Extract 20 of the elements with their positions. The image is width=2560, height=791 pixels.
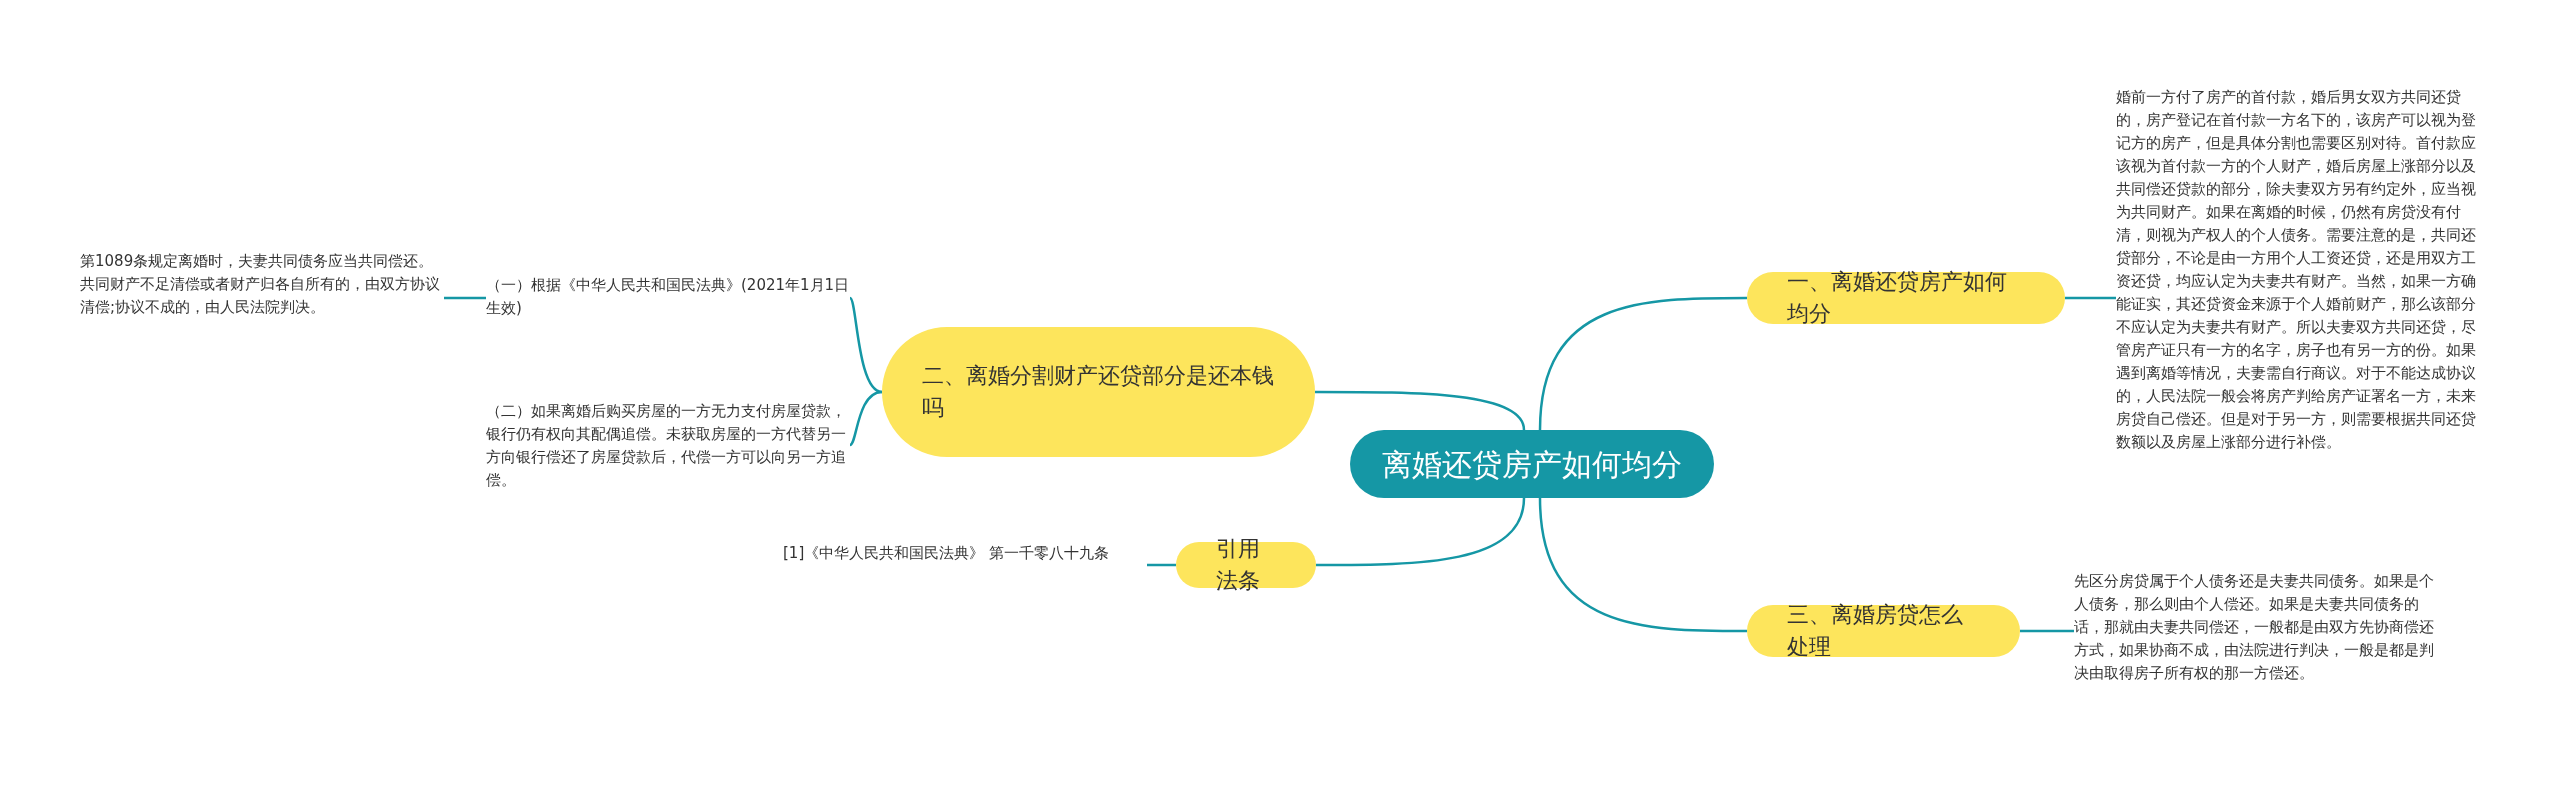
- connector-line: [2020, 629, 2074, 633]
- connector-line: [849, 390, 883, 446]
- note-text: 先区分房贷属于个人债务还是夫妻共同债务。如果是个人债务，那么则由个人偿还。如果是夫妻共同债务的话，那就由夫妻共同偿还，一般都是由双方先协商偿还方式，如果协商不成，由法院进行判决，一般是都是判决由取得房子所有权的那一方偿还。: [2074, 570, 2446, 685]
- connector-line: [1316, 497, 1526, 567]
- topic-pill: 一、离婚还贷房产如何均分: [1747, 272, 2065, 324]
- central-topic: 离婚还贷房产如何均分: [1350, 430, 1714, 498]
- note-text: （一）根据《中华人民共和国民法典》(2021年1月1日生效): [486, 274, 850, 320]
- connector-line: [1538, 497, 1747, 633]
- connector-line: [2065, 296, 2116, 300]
- connector-line: [444, 296, 486, 300]
- note-text: （二）如果离婚后购买房屋的一方无力支付房屋贷款，银行仍有权向其配偶追偿。未获取房屋的一方代替另一方向银行偿还了房屋贷款后，代偿一方可以向另一方追偿。: [486, 400, 850, 492]
- connector-line: [1147, 563, 1176, 567]
- note-text: 第1089条规定离婚时，夫妻共同债务应当共同偿还。共同财产不足清偿或者财产归各自所有的，由双方协议清偿;协议不成的，由人民法院判决。: [80, 250, 444, 319]
- note-text: 婚前一方付了房产的首付款，婚后男女双方共同还贷的，房产登记在首付款一方名下的，该房产可以视为登记方的房产，但是具体分割也需要区别对待。首付款应该视为首付款一方的个人财产，婚后房屋上涨部分以及共同偿还贷款的部分，除夫妻双方另有约定外，应当视为共同财产。如果在离婚的时候，仍然有房贷没有付清，则视为产权人的个人债务。需要注意的是，共同还贷部分，不论是由一方用个人工资还贷，还是用双方工资还贷，均应认定为夫妻共有财产。当然，如果一方确能证实，其还贷资金来源于个人婚前财产，那么该部分不应认定为夫妻共有财产。所以夫妻双方共同还贷，尽管房产证只有一方的名字，房子也有另一方的份。如果遇到离婚等情况，夫妻需自行商议。对于不能达成协议的，人民法院一般会将房产判给房产证署名一方，未来房贷自己偿还。但是对于另一方，则需要根据共同还贷数额以及房屋上涨部分进行补偿。: [2116, 86, 2488, 454]
- note-text: [1]《中华人民共和国民法典》 第一千零八十九条: [783, 542, 1147, 565]
- connector-line: [849, 297, 883, 394]
- topic-pill: 三、离婚房贷怎么处理: [1747, 605, 2020, 657]
- topic-pill: 二、离婚分割财产还贷部分是还本钱吗: [882, 327, 1315, 457]
- connector-line: [1538, 296, 1747, 431]
- connector-line: [1315, 390, 1526, 431]
